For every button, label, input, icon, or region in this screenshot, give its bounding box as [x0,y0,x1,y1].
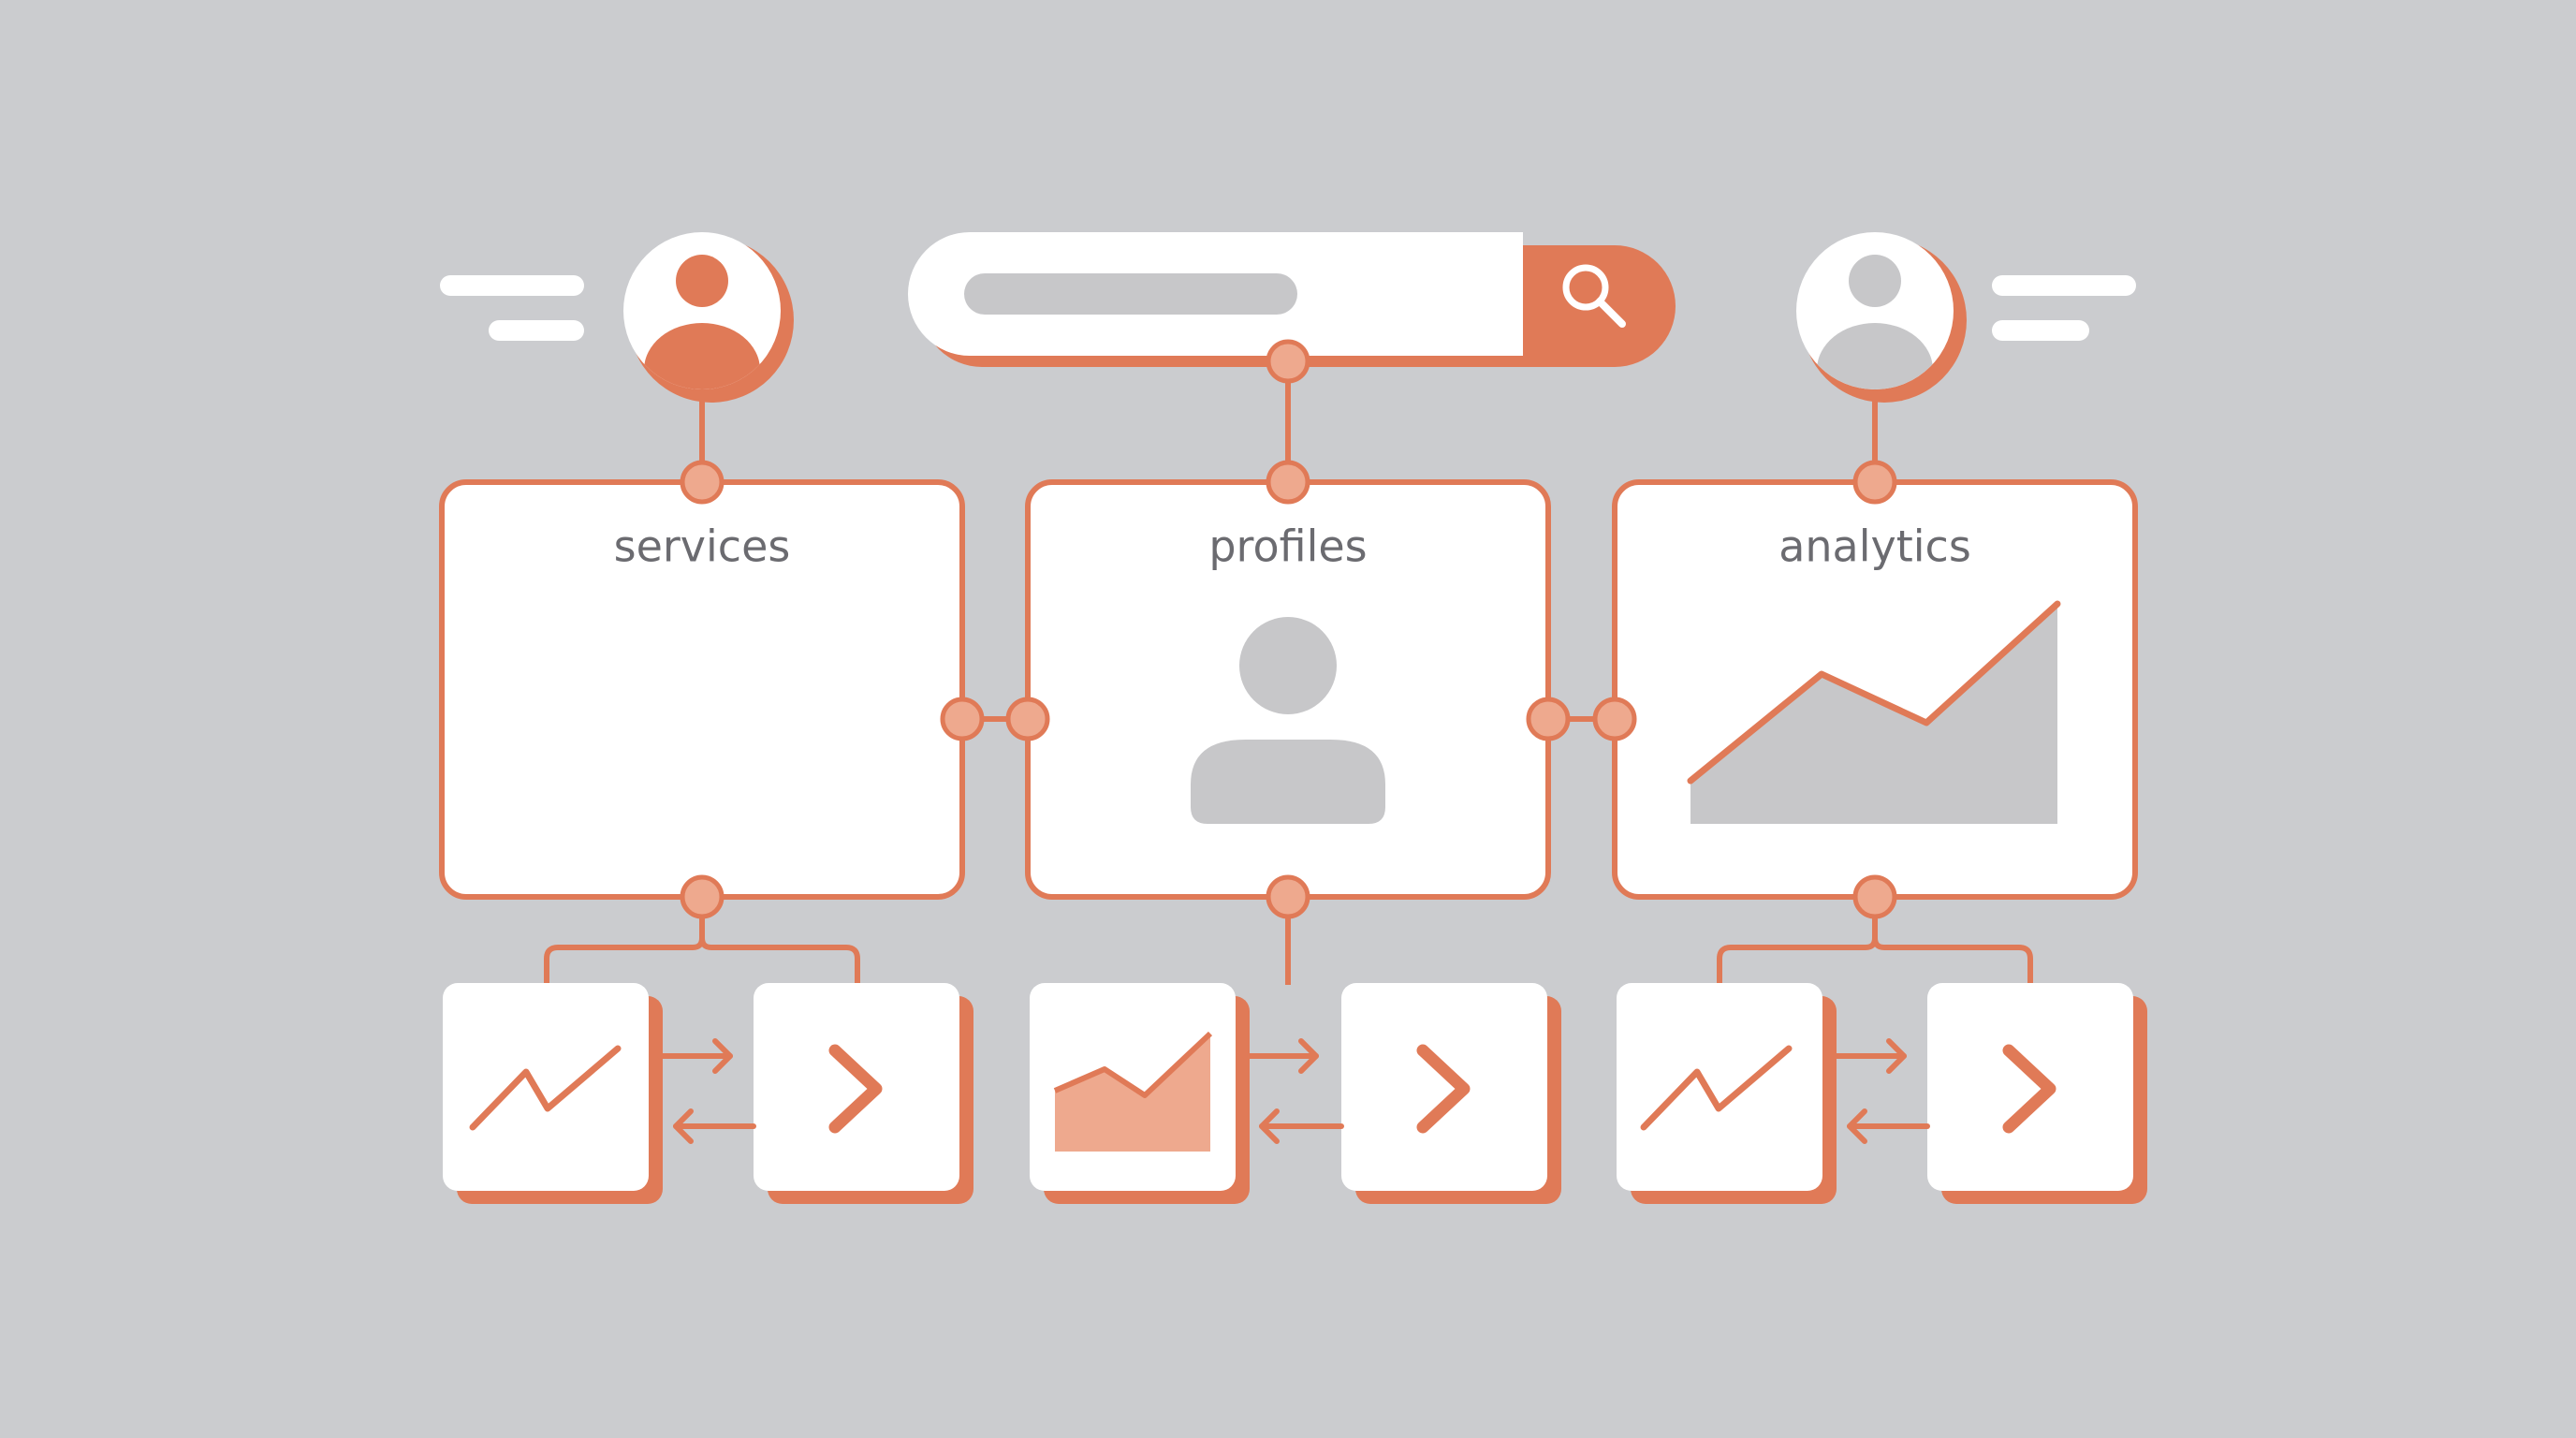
arrows-services [657,1038,756,1144]
tile-profiles-next[interactable] [1341,983,1561,1204]
panel-profiles-label: profiles [1208,521,1367,572]
user-avatar-right[interactable] [1796,232,1967,417]
trend-line-icon [469,1045,622,1131]
chevron-right-icon [1416,1044,1471,1134]
area-chart-icon [1053,1031,1213,1152]
arrows-analytics [1831,1038,1930,1144]
panel-analytics-label: analytics [1778,521,1971,572]
menu-lines-left [440,275,584,341]
menu-lines-right [1992,275,2136,341]
search-input[interactable] [964,273,1297,315]
arrows-profiles [1242,1038,1344,1144]
tile-profiles-chart[interactable] [1030,983,1250,1204]
user-avatar-left[interactable] [623,232,794,417]
panel-services-label: services [614,521,791,572]
area-chart-icon [1687,600,2061,824]
tile-services-trend[interactable] [443,983,663,1204]
chevron-right-icon [828,1044,883,1134]
panel-services[interactable]: services [439,479,965,900]
person-icon [1191,617,1385,824]
trend-line-icon [1640,1045,1793,1131]
panel-analytics[interactable]: analytics [1612,479,2138,900]
search-icon[interactable] [1562,264,1626,328]
connector-dots [680,339,1897,919]
tile-analytics-trend[interactable] [1617,983,1837,1204]
chevron-right-icon [2002,1044,2056,1134]
panel-profiles[interactable]: profiles [1025,479,1551,900]
tile-analytics-next[interactable] [1927,983,2147,1204]
search-bar[interactable] [908,232,1676,367]
connectors [544,361,2033,985]
tile-services-next[interactable] [754,983,973,1204]
